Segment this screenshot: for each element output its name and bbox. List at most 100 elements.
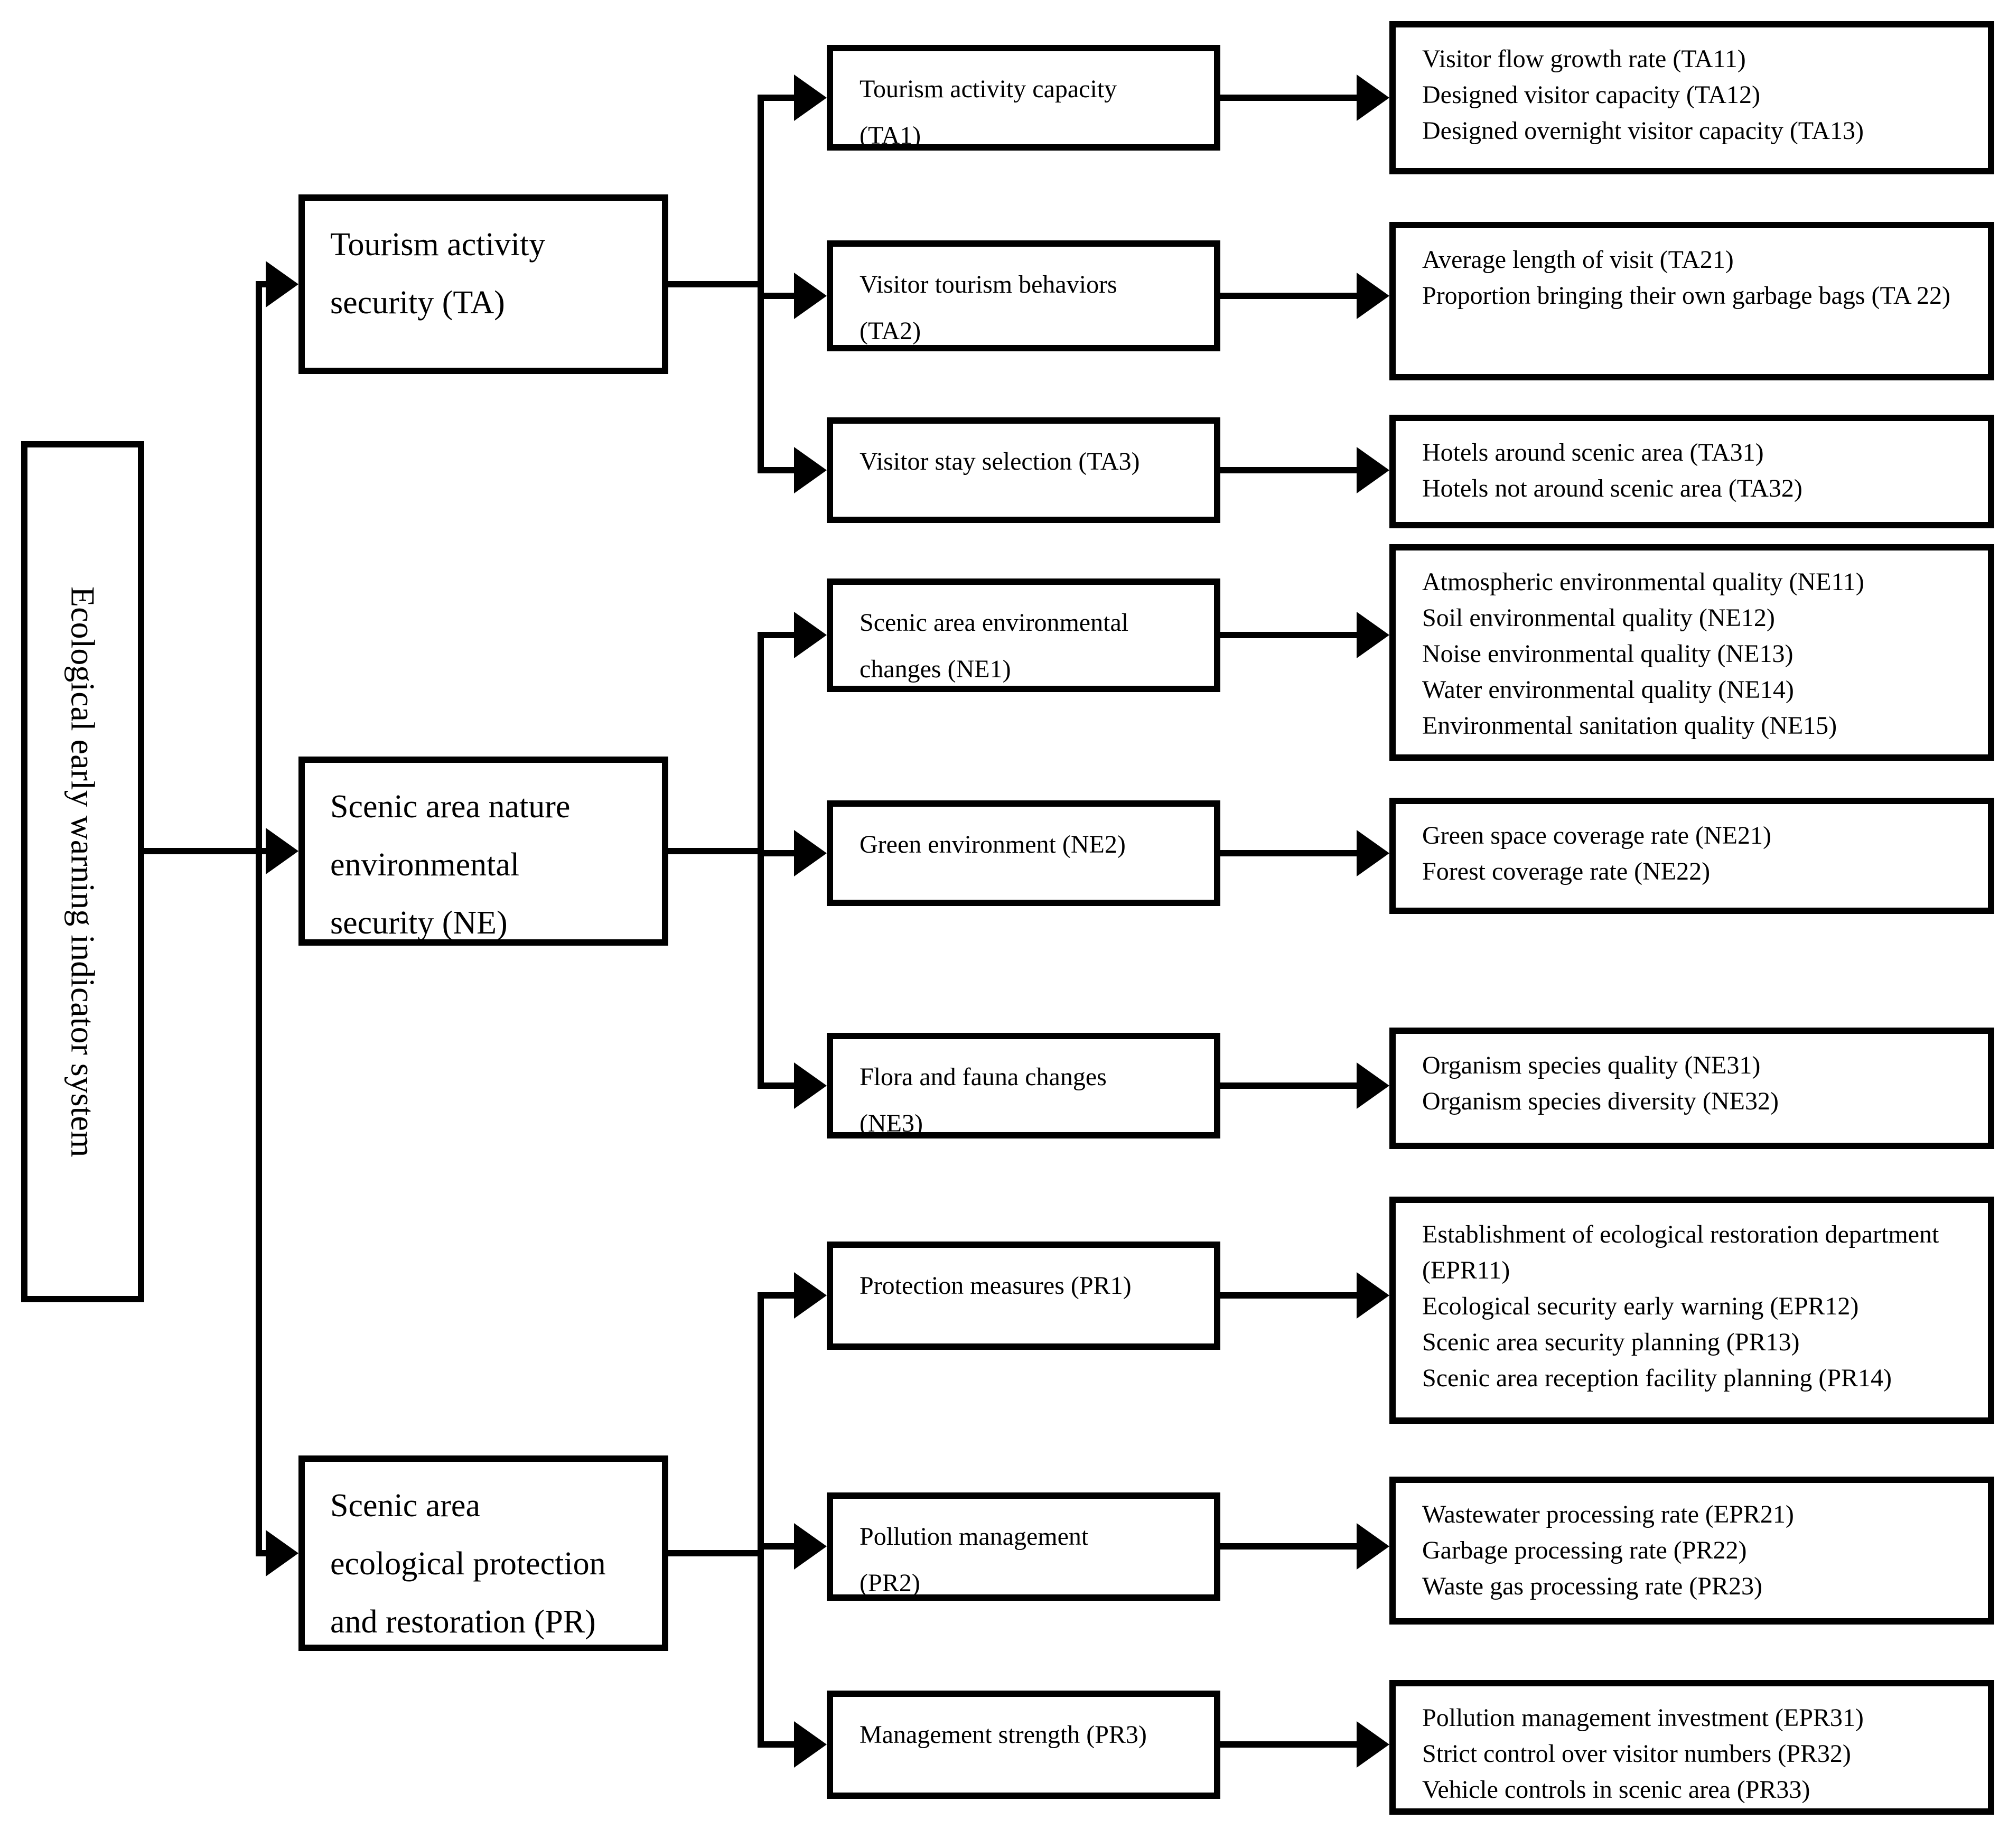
parent-ne-line: security (NE) [330,905,508,941]
child-box-ne3: Flora and fauna changes (NE3) [827,1033,1220,1138]
indicator-ne13: Noise environmental quality (NE13) [1422,640,1794,668]
connector-leaf-ta2 [1215,293,1362,299]
arrowhead-pr [266,1530,298,1576]
child-ta2-line: Visitor tourism behaviors [860,270,1117,298]
connector-branch-pr1 [758,1292,800,1299]
leaf-box-ne3: Organism species quality (NE31) Organism… [1389,1028,1994,1149]
connector-branch-ta2 [758,293,800,299]
connector-ne-stub [668,848,764,854]
connector-leaf-ne3 [1215,1082,1362,1089]
child-ne2-line: Green environment (NE2) [860,830,1126,858]
connector-leaf-pr1 [1215,1292,1362,1299]
arrowhead-leaf-ne2 [1357,830,1389,876]
indicator-ne31: Organism species quality (NE31) [1422,1051,1761,1079]
indicator-pr32: Strict control over visitor numbers (PR3… [1422,1740,1851,1768]
arrowhead-leaf-ne1 [1357,612,1389,658]
indicator-ta21: Average length of visit (TA21) [1422,246,1734,274]
leaf-box-pr3: Pollution management investment (EPR31) … [1389,1680,1994,1815]
root-box: Ecological early warning indicator syste… [21,441,144,1302]
parent-ne-line: Scenic area nature [330,789,571,825]
connector-branch-pr2 [758,1543,800,1550]
child-ta1-line: (TA1) [860,122,921,150]
leaf-box-pr1: Establishment of ecological restoration … [1389,1197,1994,1424]
child-ne3-line: Flora and fauna changes [860,1063,1107,1091]
indicator-pr22: Garbage processing rate (PR22) [1422,1536,1747,1564]
indicator-pr23: Waste gas processing rate (PR23) [1422,1572,1762,1600]
connector-branch-ta1 [758,95,800,101]
leaf-box-ta2: Average length of visit (TA21) Proportio… [1389,222,1994,380]
leaf-box-ta3: Hotels around scenic area (TA31) Hotels … [1389,415,1994,528]
child-ta1-line: Tourism activity capacity [860,75,1117,103]
connector-trunk-pr [758,1292,764,1748]
parent-ta-line: Tourism activity [330,227,546,263]
child-box-ne1: Scenic area environmental changes (NE1) [827,578,1220,692]
indicator-pr33: Vehicle controls in scenic area (PR33) [1422,1776,1810,1804]
arrowhead-ta2 [794,273,827,319]
arrowhead-leaf-pr3 [1357,1721,1389,1768]
indicator-ta22: Proportion bringing their own garbage ba… [1422,282,1950,310]
arrowhead-leaf-ta1 [1357,74,1389,121]
indicator-ta12: Designed visitor capacity (TA12) [1422,81,1760,109]
child-pr1-line: Protection measures (PR1) [860,1272,1132,1300]
arrowhead-ta [266,261,298,307]
connector-root-stub [144,848,262,854]
child-box-ta1: Tourism activity capacity (TA1) [827,45,1220,151]
child-box-ta2: Visitor tourism behaviors (TA2) [827,240,1220,351]
arrowhead-leaf-ne3 [1357,1062,1389,1109]
connector-branch-ta3 [758,467,800,473]
leaf-box-ne1: Atmospheric environmental quality (NE11)… [1389,544,1994,761]
parent-box-ta: Tourism activity security (TA) [298,194,668,374]
connector-leaf-ne1 [1215,632,1362,638]
connector-branch-ne3 [758,1082,800,1089]
arrowhead-pr2 [794,1523,827,1570]
indicator-pr13: Scenic area security planning (PR13) [1422,1328,1800,1356]
connector-pr-stub [668,1550,764,1556]
parent-pr-line: Scenic area [330,1488,480,1524]
indicator-ne15: Environmental sanitation quality (NE15) [1422,712,1837,740]
indicator-epr12: Ecological security early warning (EPR12… [1422,1292,1859,1320]
arrowhead-ne1 [794,612,827,658]
indicator-ta32: Hotels not around scenic area (TA32) [1422,474,1802,502]
child-box-ta3: Visitor stay selection (TA3) [827,417,1220,523]
child-box-pr3: Management strength (PR3) [827,1691,1220,1799]
indicator-ta13: Designed overnight visitor capacity (TA1… [1422,117,1864,145]
arrowhead-leaf-pr2 [1357,1523,1389,1570]
connector-leaf-pr3 [1215,1741,1362,1748]
connector-leaf-ne2 [1215,850,1362,856]
indicator-epr31: Pollution management investment (EPR31) [1422,1704,1864,1732]
arrowhead-ta1 [794,74,827,121]
leaf-box-ne2: Green space coverage rate (NE21) Forest … [1389,798,1994,914]
connector-branch-pr3 [758,1741,800,1748]
parent-ta-line: security (TA) [330,285,505,321]
connector-leaf-ta1 [1215,95,1362,101]
arrowhead-ne3 [794,1062,827,1109]
indicator-epr21: Wastewater processing rate (EPR21) [1422,1500,1794,1528]
arrowhead-ne [266,828,298,874]
child-ne3-line: (NE3) [860,1109,923,1137]
leaf-box-ta1: Visitor flow growth rate (TA11) Designed… [1389,21,1994,174]
arrowhead-leaf-ta2 [1357,273,1389,319]
arrowhead-ta3 [794,447,827,493]
parent-box-ne: Scenic area nature environmental securit… [298,757,668,946]
leaf-box-pr2: Wastewater processing rate (EPR21) Garba… [1389,1477,1994,1625]
connector-trunk-ne [758,632,764,1089]
child-box-pr2: Pollution management (PR2) [827,1492,1220,1601]
child-box-pr1: Protection measures (PR1) [827,1242,1220,1350]
child-box-ne2: Green environment (NE2) [827,800,1220,906]
indicator-ne22: Forest coverage rate (NE22) [1422,857,1711,885]
child-ta2-line: (TA2) [860,317,921,345]
indicator-pr14: Scenic area reception facility planning … [1422,1364,1892,1392]
connector-leaf-ta3 [1215,467,1362,473]
child-pr2-line: Pollution management [860,1523,1089,1551]
connector-ta-stub [668,281,764,287]
indicator-ne32: Organism species diversity (NE32) [1422,1087,1779,1115]
parent-pr-line: and restoration (PR) [330,1604,596,1640]
indicator-epr11: Establishment of ecological restoration … [1422,1220,1939,1284]
indicator-ne21: Green space coverage rate (NE21) [1422,822,1771,850]
indicator-ne11: Atmospheric environmental quality (NE11) [1422,568,1864,596]
connector-branch-ne1 [758,632,800,638]
arrowhead-pr3 [794,1721,827,1768]
child-ne1-line: changes (NE1) [860,655,1011,683]
root-label: Ecological early warning indicator syste… [64,586,102,1158]
